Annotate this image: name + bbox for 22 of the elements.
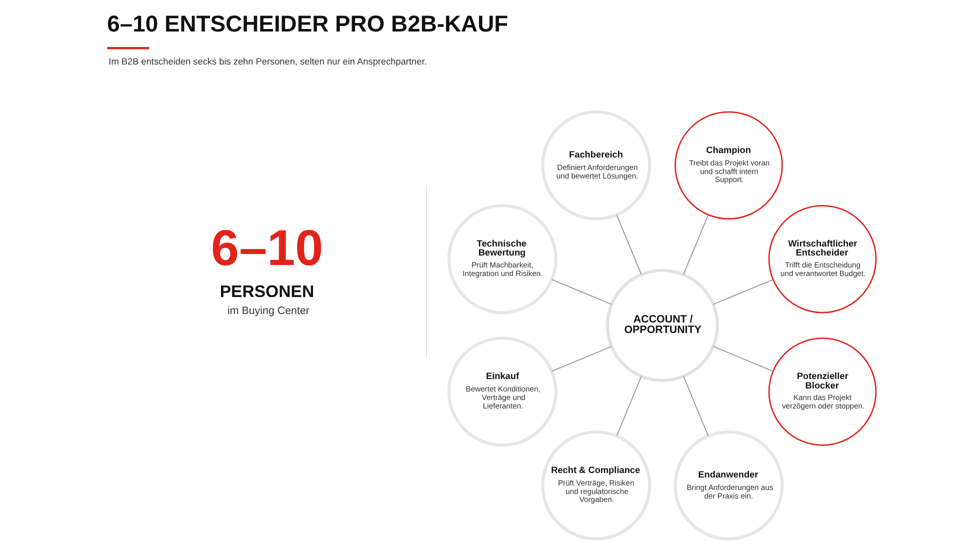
connector — [552, 279, 612, 305]
node-circle: Endanwender Bringt Anforderungen aus der Praxis ein. — [674, 430, 784, 540]
node-circle: Fachbereich Definiert Anforderungen und bewertet Lösungen. — [541, 110, 652, 220]
node-circle: Potenzieller Blocker Kann das Projekt verzögern oder stoppen. — [768, 338, 877, 446]
connector — [712, 346, 774, 372]
node-circle: Technische Bewertung Prüft Machbarkeit, Integration und Risiken. — [447, 204, 558, 314]
diagram-title: 6–10 ENTSCHEIDER PRO B2B-KAUF — [107, 10, 508, 37]
label: im Buying Center — [227, 305, 310, 318]
node-circle: Einkauf Bewertet Konditionen, Verträge und Lieferanten. — [447, 336, 558, 447]
connector — [683, 376, 709, 436]
label: 6–10 — [211, 218, 324, 276]
label: Im B2B entscheiden secks bis zehn Personen, selten nur ein Ansprechpartner. — [108, 56, 427, 67]
connector — [683, 214, 709, 276]
node-circle: ACCOUNT / OPPORTUNITY — [606, 268, 719, 382]
node-circle: Wirtschaftlicher Entscheider Trifft die Entscheidung und verantwortet Budget. — [768, 204, 877, 314]
connector — [552, 346, 612, 372]
connector — [616, 376, 642, 436]
node-circle: Champion Treibt das Projekt voran und schafft intern Support. — [674, 111, 783, 220]
connector — [712, 279, 774, 305]
connector — [616, 214, 642, 276]
node-circle: Recht & Compliance Prüft Verträge, Risiken und regulatorische Vorgaben. — [541, 430, 652, 540]
label: PERSONEN — [220, 282, 314, 301]
